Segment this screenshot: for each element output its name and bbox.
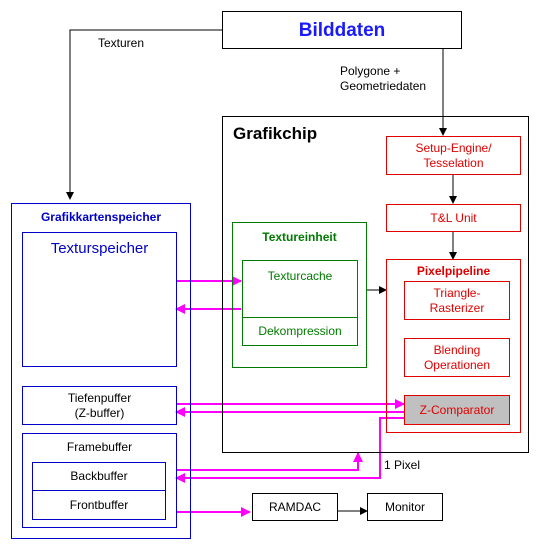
pixelpipeline-title: Pixelpipeline <box>416 264 491 278</box>
polygone-label: Polygone + Geometriedaten <box>340 64 427 93</box>
blending-box: Blending Operationen <box>404 338 510 377</box>
monitor-box: Monitor <box>367 493 443 521</box>
grafikkartenspeicher-box <box>11 203 191 539</box>
texturspeicher-box: Texturspeicher <box>22 232 177 367</box>
framebuffer-title: Framebuffer <box>66 440 133 454</box>
dekompression-box: Dekompression <box>242 317 358 346</box>
textureinheit-title: Textureinheit <box>262 230 337 244</box>
z-comparator-box: Z-Comparator <box>404 395 510 425</box>
texturen-label: Texturen <box>98 36 145 50</box>
texturcache-box: Texturcache <box>242 260 358 318</box>
backbuffer-to-pipeline-arrow <box>176 452 363 471</box>
zcomparator-to-backbuffer-arrow <box>175 417 404 483</box>
framebuffer-box <box>22 433 177 528</box>
texturspeicher-label: Texturspeicher <box>50 240 149 257</box>
setup-engine-box: Setup-Engine/ Tesselation <box>386 136 521 175</box>
bilddaten-title: Bilddaten <box>298 19 386 41</box>
grafikkartenspeicher-title: Grafikkartenspeicher <box>40 210 162 224</box>
ein-pixel-label: 1 Pixel <box>384 458 421 472</box>
texturcache-label: Texturcache <box>267 269 333 283</box>
tiefenpuffer-box: Tiefenpuffer (Z-buffer) <box>22 386 177 425</box>
pixelpipeline-box <box>386 259 521 433</box>
texturen-arrow <box>66 29 222 200</box>
frontbuffer-box: Frontbuffer <box>32 490 166 520</box>
bilddaten-box: Bilddaten <box>222 11 462 49</box>
textureinheit-box <box>232 222 367 368</box>
triangle-rasterizer-box: Triangle- Rasterizer <box>404 281 510 320</box>
ramdac-box: RAMDAC <box>252 493 338 521</box>
tl-unit-box: T&L Unit <box>386 204 521 232</box>
grafikchip-title: Grafikchip <box>233 124 318 143</box>
grafikchip-box <box>222 116 529 453</box>
backbuffer-box: Backbuffer <box>32 462 166 491</box>
